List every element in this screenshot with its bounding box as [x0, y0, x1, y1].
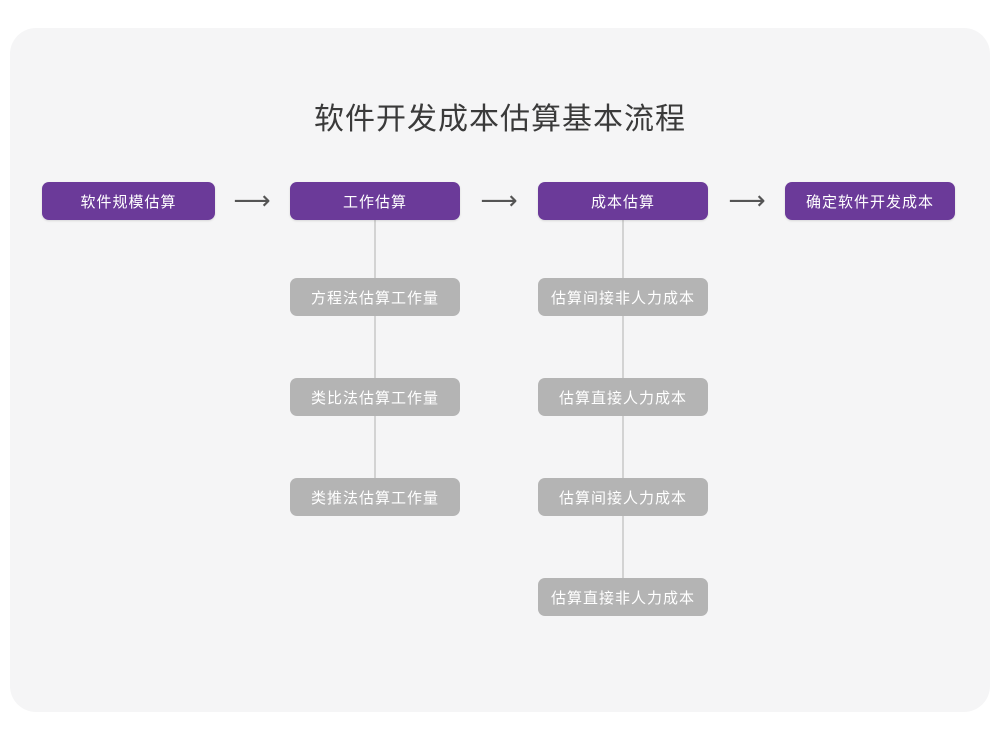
stage-box-work-estimation[interactable]: 工作估算: [290, 182, 460, 220]
stage-box-software-scale-estimation[interactable]: 软件规模估算: [42, 182, 215, 220]
substep-box[interactable]: 估算间接人力成本: [538, 478, 708, 516]
flow-arrow-icon: ⟶: [728, 186, 766, 216]
substep-box[interactable]: 估算直接非人力成本: [538, 578, 708, 616]
substep-box[interactable]: 估算间接非人力成本: [538, 278, 708, 316]
substep-box[interactable]: 类推法估算工作量: [290, 478, 460, 516]
flow-arrow-icon: ⟶: [233, 186, 271, 216]
substep-box[interactable]: 方程法估算工作量: [290, 278, 460, 316]
substep-box[interactable]: 估算直接人力成本: [538, 378, 708, 416]
flow-arrow-icon: ⟶: [480, 186, 518, 216]
stage-box-determine-development-cost[interactable]: 确定软件开发成本: [785, 182, 955, 220]
stage-box-cost-estimation[interactable]: 成本估算: [538, 182, 708, 220]
diagram-card: [10, 28, 990, 712]
page-title: 软件开发成本估算基本流程: [314, 103, 686, 136]
substep-box[interactable]: 类比法估算工作量: [290, 378, 460, 416]
connector-line-work: [374, 220, 376, 498]
